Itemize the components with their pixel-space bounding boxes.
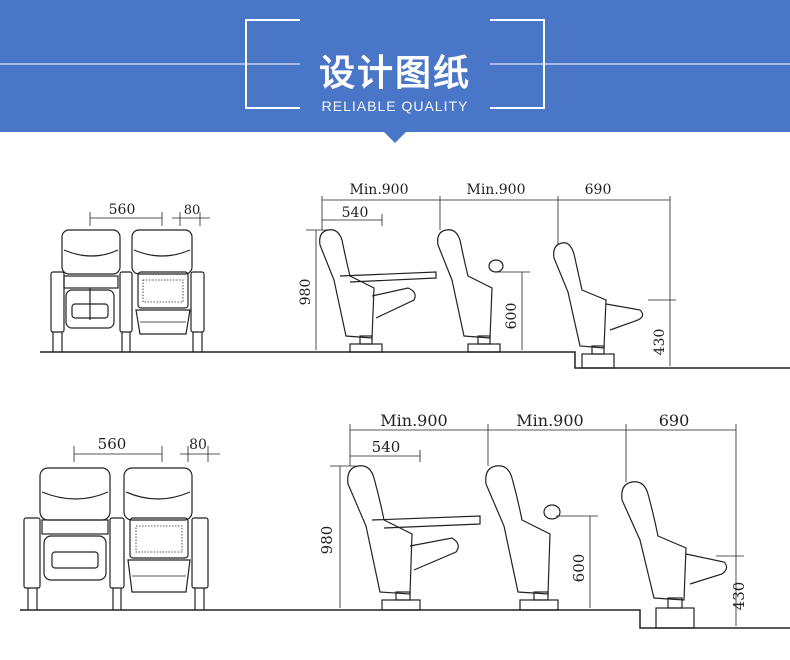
page-title: 设计图纸 — [318, 53, 471, 94]
page-subtitle: RELIABLE QUALITY — [321, 98, 469, 114]
header-banner: 设计图纸 RELIABLE QUALITY — [0, 0, 790, 132]
top-front-view — [50, 212, 210, 352]
top-width-arm-label: 80 — [184, 203, 201, 218]
bottom-height-total-label: 980 — [318, 526, 336, 555]
top-side-view-3 — [553, 242, 644, 369]
bottom-side-view-1 — [347, 465, 481, 611]
bottom-height-desk-label: 600 — [570, 554, 588, 583]
top-pitch-3-label: 690 — [585, 182, 612, 198]
top-side-view-1 — [319, 229, 437, 353]
bottom-pitch-3-label: 690 — [659, 411, 690, 430]
top-height-desk-label: 600 — [504, 303, 520, 330]
top-depth-label: 540 — [342, 205, 369, 221]
top-width-seat-label: 560 — [109, 202, 136, 218]
top-side-view-2 — [437, 229, 504, 353]
bottom-pitch-dims — [330, 424, 744, 626]
bottom-height-step-label: 430 — [730, 582, 748, 611]
top-pitch-dims — [306, 196, 676, 366]
top-drawing: 560 80 — [40, 182, 790, 369]
bottom-width-seat-label: 560 — [98, 435, 127, 453]
bottom-pitch-1-label: Min.900 — [380, 411, 447, 430]
top-pitch-1-label: Min.900 — [349, 182, 408, 198]
banner-notch — [383, 131, 407, 143]
bottom-side-view-2 — [485, 465, 561, 611]
bottom-side-view-3 — [621, 481, 728, 629]
top-pitch-2-label: Min.900 — [466, 182, 525, 198]
top-height-step-label: 430 — [652, 329, 668, 356]
bottom-width-arm-label: 80 — [189, 437, 207, 453]
top-floor-line — [40, 351, 790, 369]
bottom-drawing: 560 80 — [20, 411, 790, 629]
banner-frame — [0, 19, 790, 109]
bottom-pitch-2-label: Min.900 — [516, 411, 583, 430]
bottom-front-view — [23, 446, 220, 610]
bottom-depth-label: 540 — [372, 438, 401, 456]
top-height-total-label: 980 — [298, 279, 314, 306]
bottom-floor-line — [20, 609, 790, 629]
